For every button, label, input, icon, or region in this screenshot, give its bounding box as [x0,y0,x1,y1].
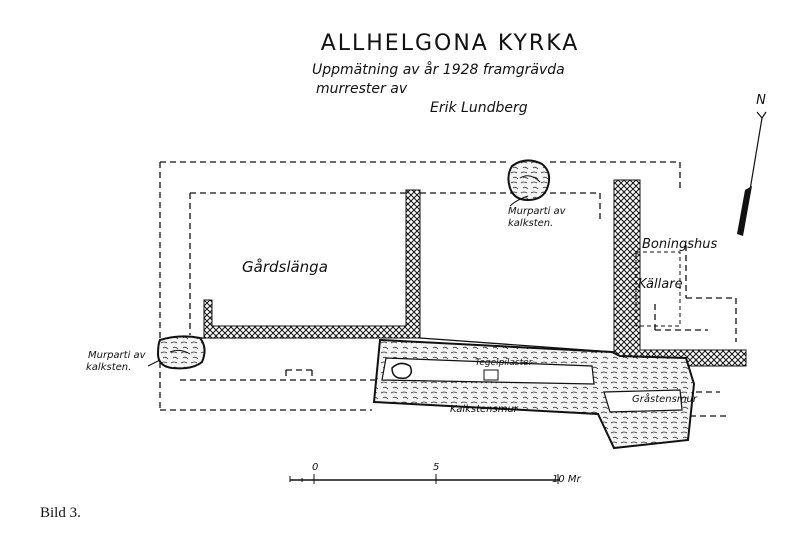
gardslanga-label: Gårdslänga [242,258,328,276]
plan-subtitle-line1: Uppmätning av år 1928 framgrävda [312,61,565,78]
kalkstensmur-label: Kalkstensmur [450,404,519,415]
kallare-outline [635,251,681,327]
plan-author: Erik Lundberg [430,100,528,116]
scale-tick-0: 0 [312,462,318,473]
north-label: N [756,93,766,108]
gardslanga-wall [203,189,421,339]
scale-tick-5: 5 [433,462,439,473]
grastensmur-label: Gråstensmur [632,392,698,405]
left-murparti-label-2: kalksten. [86,362,131,373]
scale-bar [289,474,560,484]
left-murparti-stone [147,335,206,370]
tegelpilaster-label: Tegelpilaster [475,358,534,368]
left-murparti-label-1: Murparti av [88,350,147,361]
scale-tick-10: 10 Mr [552,474,582,485]
plan-subtitle-line2: murrester av [316,81,408,97]
tegelpilaster-block [483,369,499,381]
kallare-label: Källare [638,277,683,292]
grastensmur-block [603,389,683,413]
north-arrow-icon [737,111,767,236]
plan-title: ALLHELGONA KYRKA [321,31,580,56]
top-murparti-stone [507,159,551,207]
top-murparti-label-1: Murparti av [508,206,567,217]
pillar-stone [391,362,413,380]
boningshus-label: Boningshus [642,237,717,252]
top-murparti-label-2: kalksten. [508,218,553,229]
figure-caption: Bild 3. [40,505,81,521]
